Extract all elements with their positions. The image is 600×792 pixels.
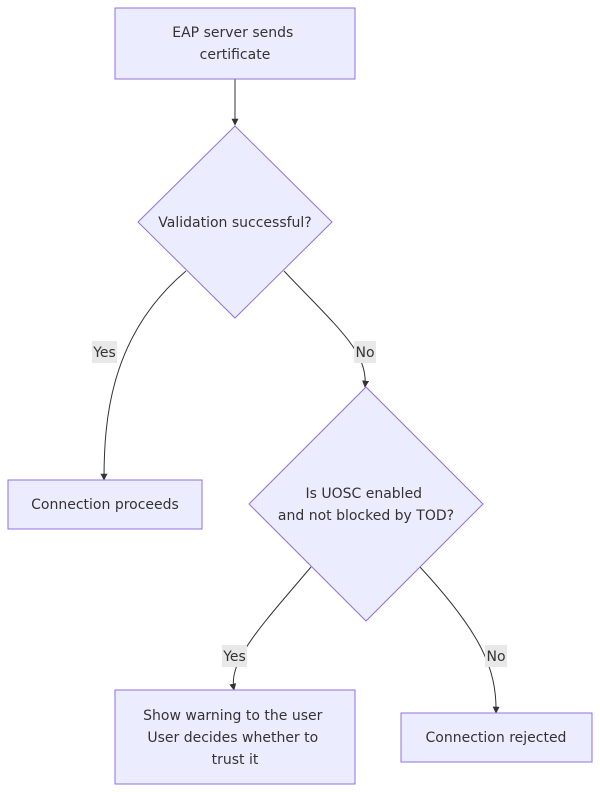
edge-validation-to-proceeds <box>100 270 187 481</box>
node-text-line: Is UOSC enabled <box>305 486 422 502</box>
node-connection-rejected: Connection rejected <box>400 712 593 763</box>
node-text-line: EAP server sends <box>172 25 293 41</box>
edge-label-text: No <box>486 649 505 665</box>
node-text-line: Validation successful? <box>158 215 311 231</box>
node-start: EAP server sends certificate <box>114 7 356 80</box>
node-text-line: Connection rejected <box>426 730 567 746</box>
node-start-label: EAP server sends certificate <box>172 25 298 63</box>
node-text-line: trust it <box>212 752 259 768</box>
edge-validation-to-uosc <box>283 270 370 388</box>
edge-label-text: Yes <box>92 345 116 361</box>
edge-uosc-to-warning <box>229 566 312 691</box>
node-rejected-label: Connection rejected <box>426 730 567 746</box>
node-uosc-label: Is UOSC enabled and not blocked by TOD? <box>278 486 454 524</box>
node-uosc-decision: Is UOSC enabled and not blocked by TOD? <box>248 386 484 622</box>
node-proceeds-label: Connection proceeds <box>31 497 179 513</box>
edge-label-uosc-yes: Yes <box>222 645 247 667</box>
edges <box>100 79 500 714</box>
node-text-line: certificate <box>200 47 271 63</box>
node-warning-label: Show warning to the user User decides wh… <box>143 708 327 768</box>
node-text-line: Show warning to the user <box>143 708 322 724</box>
node-connection-proceeds: Connection proceeds <box>7 479 203 530</box>
node-text-line: User decides whether to <box>147 730 318 746</box>
edge-uosc-to-rejected <box>419 566 500 714</box>
edge-label-text: No <box>355 345 374 361</box>
edge-label-text: Yes <box>222 649 246 665</box>
edge-label-uosc-no: No <box>485 645 507 667</box>
node-validation-decision: Validation successful? <box>137 125 333 319</box>
edge-label-validation-yes: Yes <box>92 341 117 363</box>
node-validation-label: Validation successful? <box>158 215 311 231</box>
node-show-warning: Show warning to the user User decides wh… <box>114 689 356 785</box>
node-text-line: and not blocked by TOD? <box>278 508 454 524</box>
edge-label-validation-no: No <box>354 341 376 363</box>
node-text-line: Connection proceeds <box>31 497 179 513</box>
